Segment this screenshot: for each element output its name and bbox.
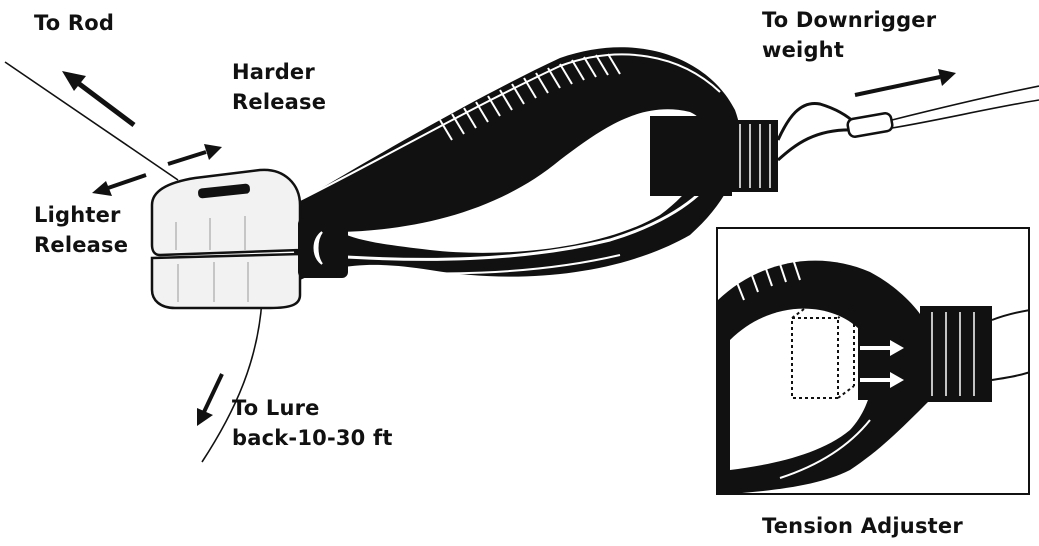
downrigger-cable-upper — [891, 85, 1039, 121]
crimp-sleeve — [846, 112, 894, 138]
jaw-texture — [175, 216, 249, 302]
clip-jaws — [150, 168, 348, 310]
clip-arm-lower-stripe — [329, 179, 714, 261]
label-to-downrigger-line2: weight — [762, 38, 845, 62]
direction-arrows — [62, 69, 956, 426]
label-lighter-release-line2: Release — [34, 233, 129, 257]
to-downrigger-arrow — [854, 69, 956, 97]
inset-push-arrows — [860, 340, 904, 388]
jaw-hinge-crescent — [313, 231, 323, 265]
label-harder-release-line2: Release — [232, 90, 327, 114]
wire-loop-inner — [777, 128, 857, 162]
label-to-lure: To Lure back-10-30 ft — [232, 393, 393, 453]
lighter-release-arrow — [92, 173, 147, 196]
inset-lower-arm-stripe — [779, 419, 871, 479]
jaw-upper — [150, 168, 302, 257]
wire-loop — [776, 101, 858, 141]
jaw-upper-slot — [198, 183, 250, 199]
label-to-downrigger: To Downrigger weight — [762, 5, 936, 65]
inset-adjuster-ghost — [791, 305, 857, 399]
label-lighter-release: Lighter Release — [34, 200, 128, 260]
jaw-lower — [150, 252, 302, 310]
label-harder-release-line1: Harder — [232, 60, 315, 84]
clip-arm-upper-edge — [299, 53, 721, 201]
downrigger-release-clip-icon — [150, 47, 894, 310]
lure-line — [201, 299, 263, 463]
inset-clip-opening — [730, 308, 874, 470]
jaw-hinge-block — [298, 218, 348, 278]
inset-adjuster-solid — [858, 318, 920, 400]
label-to-rod: To Rod — [34, 11, 115, 35]
inset-grip-ribs — [735, 255, 801, 301]
fishing-lines — [4, 61, 1039, 463]
label-harder-release: Harder Release — [232, 57, 326, 117]
downrigger-cable-lower — [891, 99, 1039, 129]
inset-wire — [991, 309, 1028, 381]
label-to-downrigger-line1: To Downrigger — [762, 8, 937, 32]
to-lure-arrow — [197, 373, 224, 426]
clip-arm-lower-stripe-2 — [349, 254, 621, 275]
rod-line — [4, 61, 179, 181]
tension-adjuster-inset-icon — [716, 227, 1030, 495]
label-tension-adjuster: Tension Adjuster — [762, 514, 963, 538]
label-to-lure-line2: back-10-30 ft — [232, 426, 393, 450]
label-to-lure-line1: To Lure — [232, 396, 320, 420]
tension-adjuster-block — [650, 116, 778, 196]
label-lighter-release-line1: Lighter — [34, 203, 121, 227]
clip-loop-opening — [340, 109, 709, 253]
harder-release-arrow — [167, 144, 222, 166]
to-rod-arrow — [62, 71, 136, 127]
